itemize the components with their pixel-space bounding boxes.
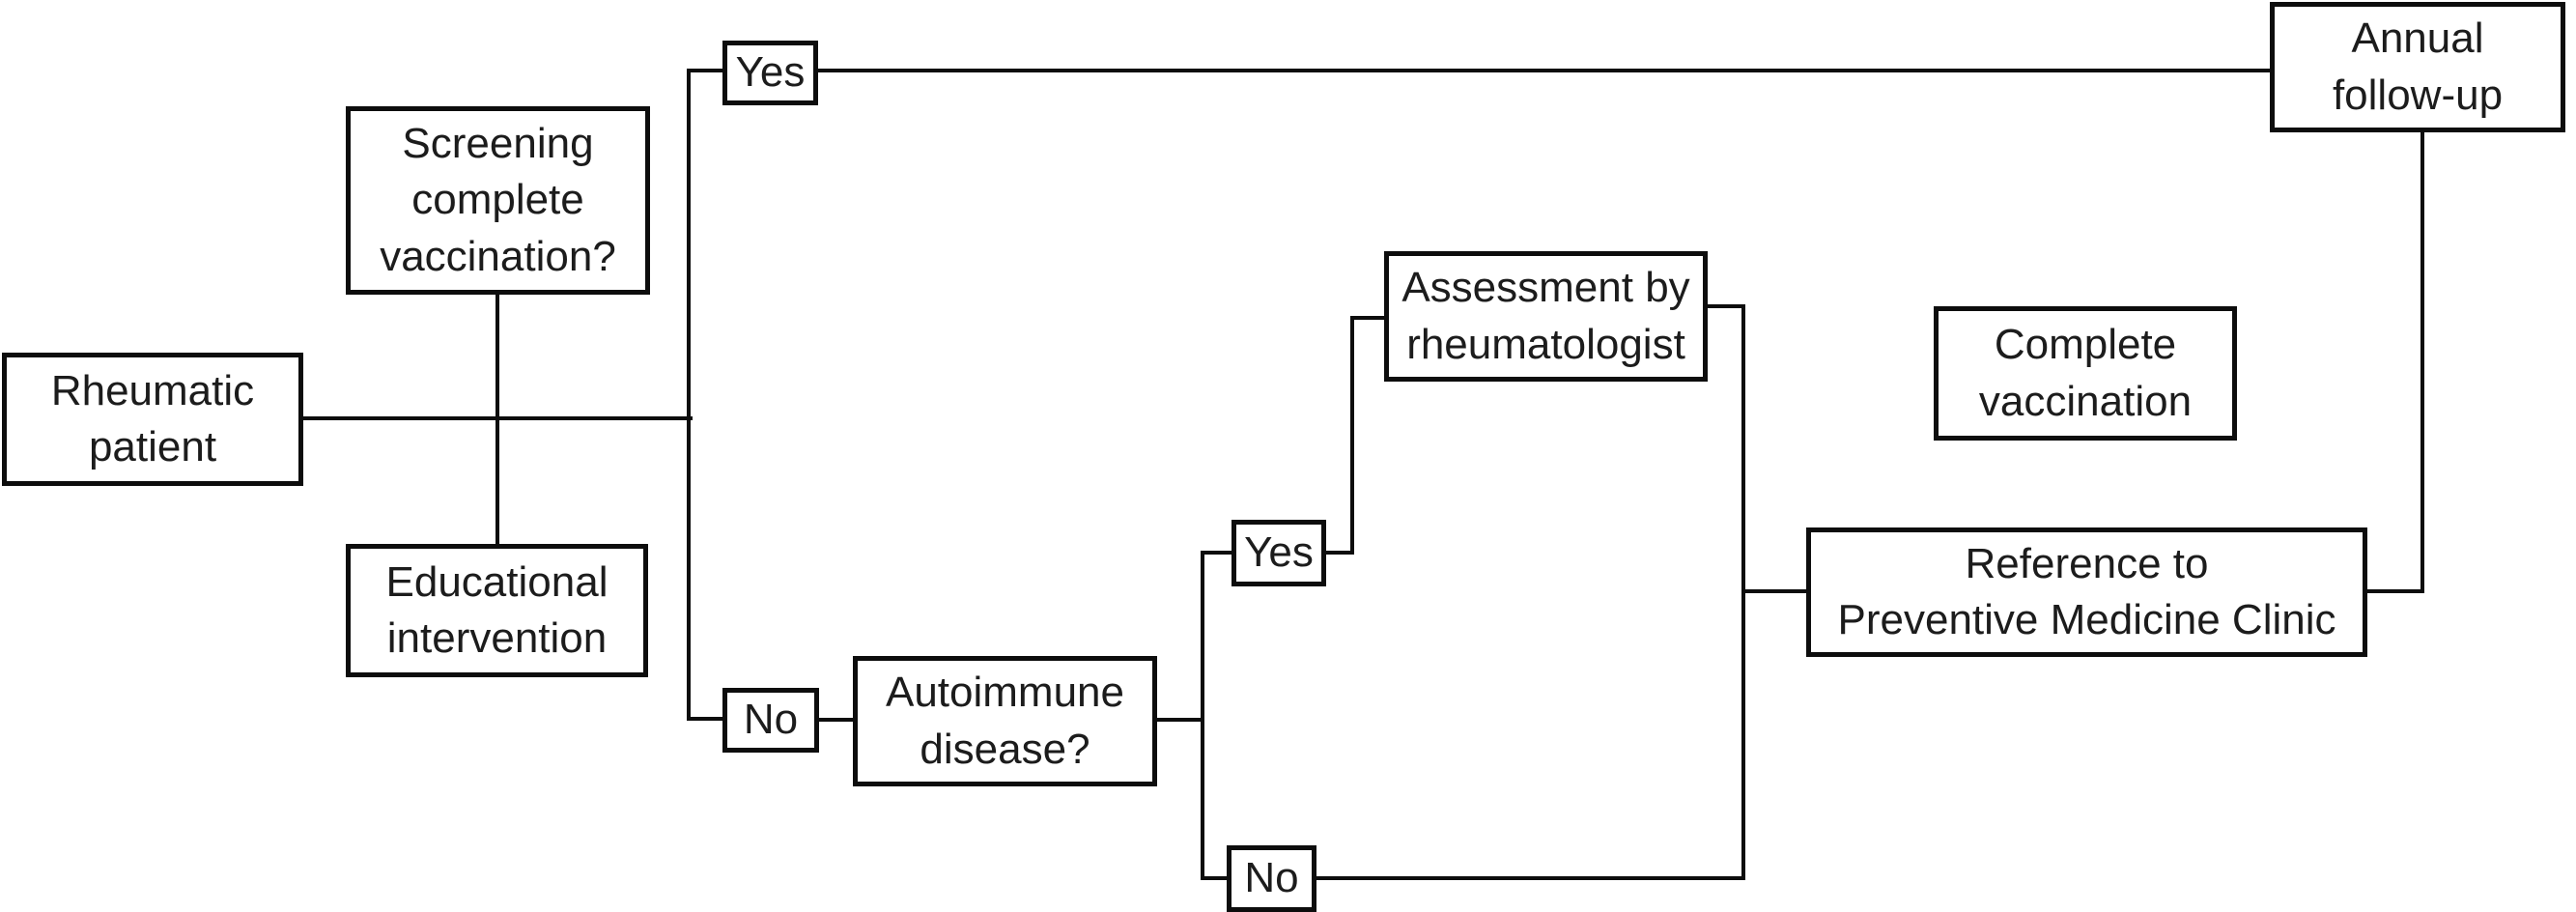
edge-junction-vertical — [687, 69, 691, 721]
node-reference-preventive-medicine-clinic: Reference to Preventive Medicine Clinic — [1806, 527, 2367, 657]
node-screening-label: Screening complete vaccination? — [380, 120, 616, 280]
edge-branch-vertical — [1201, 551, 1204, 880]
node-no-bottom: No — [1227, 845, 1316, 912]
edge-no-left-to-autoimmune — [816, 718, 855, 722]
edge-no-bottom-to-collector — [1314, 876, 1745, 880]
node-educational-label: Educational intervention — [385, 557, 609, 662]
edge-yes-top-to-annual-follow-up — [815, 69, 2272, 72]
edge-yes-middle-to-assessment — [1323, 551, 1354, 555]
node-complete-vaccination-label: Complete vaccination — [1978, 321, 2193, 425]
node-yes-middle-label: Yes — [1244, 528, 1314, 577]
edge-screening-to-educational — [495, 294, 499, 544]
edge-branch-to-no-bottom — [1201, 876, 1229, 880]
edge-branch-to-yes-middle — [1201, 551, 1233, 555]
node-no-left-label: No — [743, 696, 799, 744]
edge-junction-to-yes-top — [687, 69, 724, 72]
node-autoimmune-disease: Autoimmune disease? — [853, 656, 1157, 786]
node-yes-top-label: Yes — [735, 48, 806, 97]
node-rheumatic-patient-label: Rheumatic patient — [50, 366, 255, 470]
node-reference-label: Reference to Preventive Medicine Clinic — [1837, 539, 2336, 643]
edge-collector-to-reference — [1741, 589, 1808, 593]
edge-annual-follow-up-vertical — [2420, 131, 2424, 593]
node-no-bottom-label: No — [1244, 854, 1299, 902]
node-assessment-label: Assessment by rheumatologist — [1401, 264, 1690, 368]
edge-assessment-vertical — [1350, 316, 1354, 555]
node-assessment-by-rheumatologist: Assessment by rheumatologist — [1384, 251, 1708, 382]
edge-reference-to-annual-drop — [2364, 589, 2424, 593]
edge-autoimmune-to-branch — [1154, 718, 1204, 722]
edge-junction-to-no-left — [687, 717, 724, 721]
node-screening-complete-vaccination: Screening complete vaccination? — [346, 106, 650, 295]
node-annual-follow-up: Annual follow-up — [2270, 2, 2565, 132]
node-yes-top: Yes — [722, 41, 818, 105]
edge-assessment-left-stub — [1350, 316, 1386, 320]
node-rheumatic-patient: Rheumatic patient — [2, 353, 303, 486]
node-complete-vaccination: Complete vaccination — [1934, 306, 2237, 441]
node-annual-follow-up-label: Annual follow-up — [2332, 14, 2504, 119]
node-educational-intervention: Educational intervention — [346, 544, 648, 677]
node-autoimmune-label: Autoimmune disease? — [885, 669, 1124, 773]
edge-assessment-to-collector — [1705, 304, 1745, 308]
node-no-left: No — [722, 688, 819, 753]
node-yes-middle: Yes — [1231, 520, 1326, 586]
